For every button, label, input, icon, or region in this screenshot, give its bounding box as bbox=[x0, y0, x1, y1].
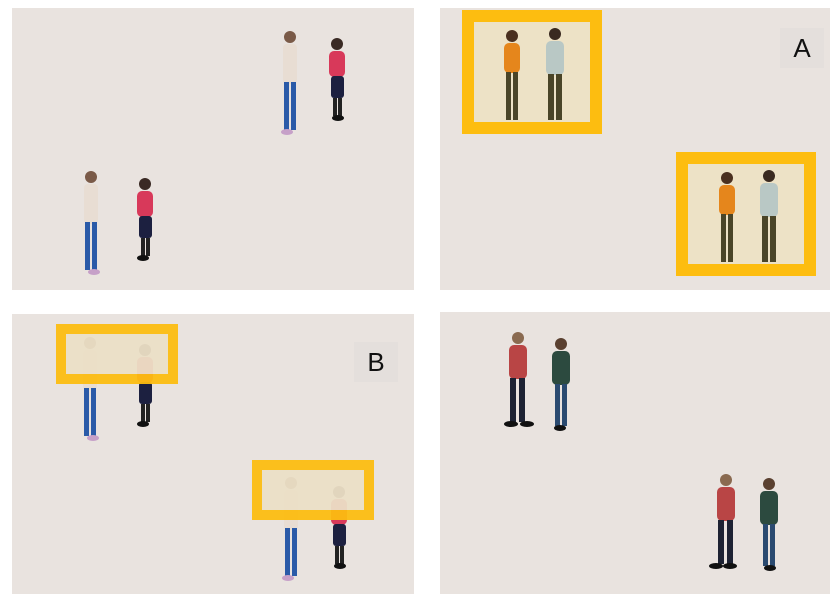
woman-orange-figure bbox=[714, 170, 740, 266]
man-red-shirt-figure bbox=[498, 330, 538, 430]
panel-top-left bbox=[12, 8, 414, 290]
man-standing-figure bbox=[75, 168, 107, 276]
panel-label-b: B bbox=[354, 342, 398, 382]
panel-label-a: A bbox=[780, 28, 824, 68]
highlight-band bbox=[56, 324, 178, 384]
woman-orange-figure bbox=[499, 28, 525, 124]
man-grey-shirt-figure bbox=[754, 168, 784, 268]
man-grey-shirt-figure bbox=[540, 26, 570, 126]
woman-standing-figure bbox=[130, 176, 160, 262]
woman-teal-top-figure bbox=[546, 336, 576, 432]
highlight-frame bbox=[676, 152, 816, 276]
highlight-frame bbox=[462, 10, 602, 134]
woman-standing-figure bbox=[322, 36, 352, 122]
panel-top-right: A bbox=[440, 8, 830, 290]
panel-bottom-left: B bbox=[12, 314, 414, 594]
panel-bottom-right bbox=[440, 312, 830, 594]
man-red-shirt-figure bbox=[706, 472, 746, 572]
woman-teal-top-figure bbox=[754, 476, 784, 572]
man-standing-figure bbox=[274, 28, 306, 136]
highlight-band bbox=[252, 460, 374, 520]
